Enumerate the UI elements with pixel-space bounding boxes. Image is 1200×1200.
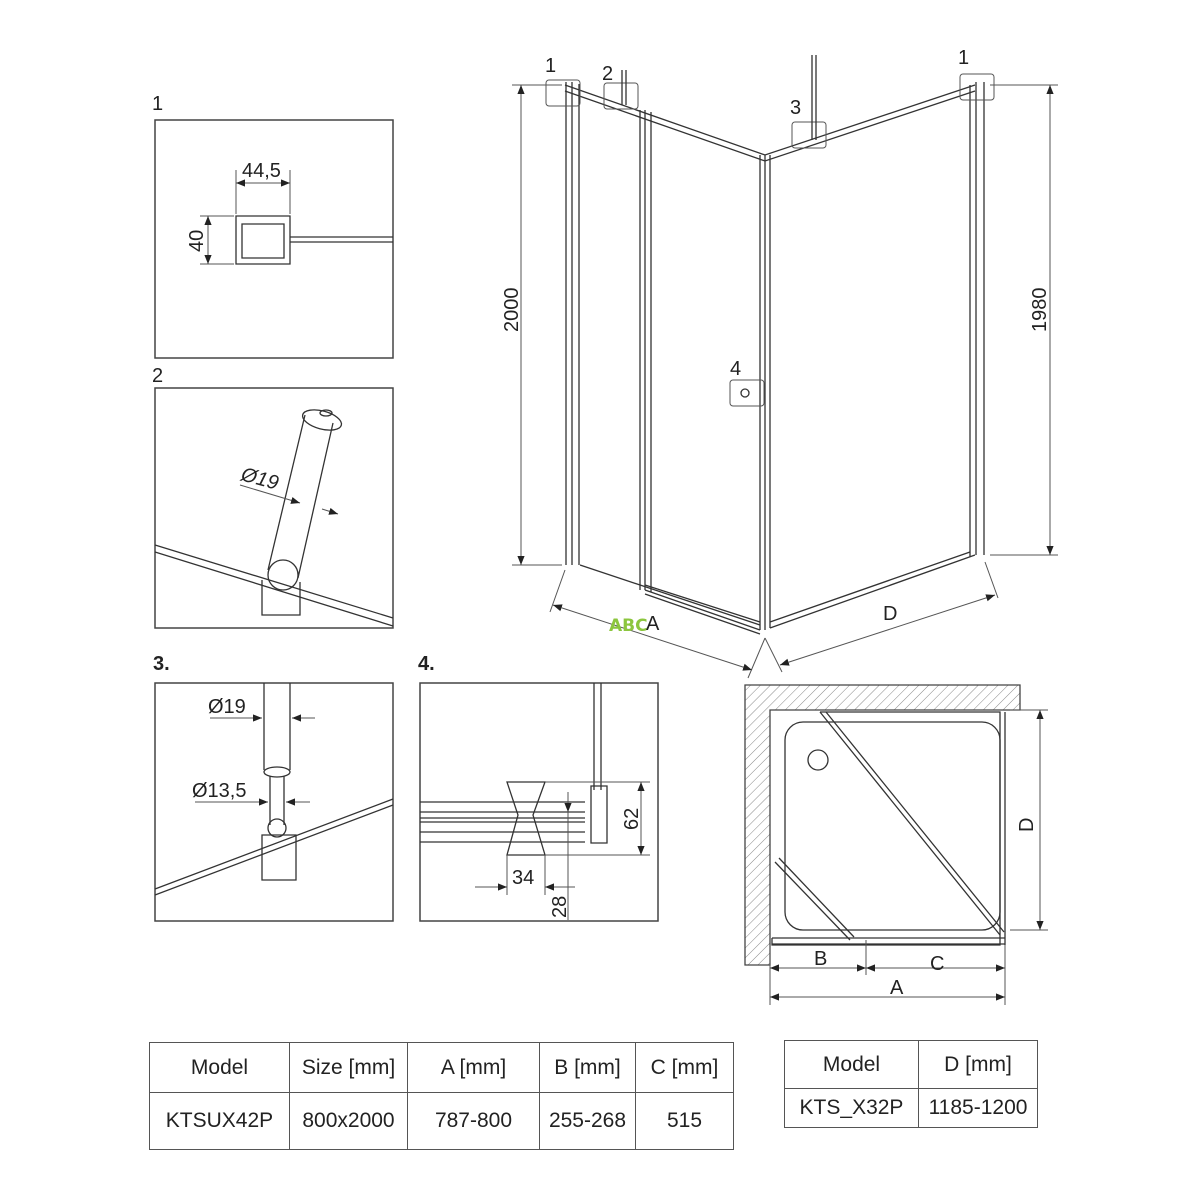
detail-1-label: 1: [152, 93, 163, 115]
cell-size: 800x2000: [289, 1092, 408, 1150]
header-d: D [mm]: [918, 1040, 1038, 1089]
detail-1: 1 44,5 40: [152, 93, 394, 359]
cell-a: 787-800: [407, 1092, 540, 1150]
detail-3: 3. Ø19 Ø13,5: [153, 653, 394, 922]
plan-dim-a: A: [890, 977, 904, 999]
cell-d: 1185-1200: [918, 1088, 1038, 1128]
dim-diameter-13-5: Ø13,5: [192, 780, 246, 802]
callout-2: 2: [602, 63, 613, 85]
callout-3: 3: [790, 97, 801, 119]
dim-34: 34: [512, 867, 534, 889]
detail-2: 2 Ø19: [152, 365, 394, 629]
header-a: A [mm]: [407, 1042, 540, 1093]
detail-4-label: 4.: [418, 653, 435, 675]
dim-28: 28: [549, 896, 571, 918]
detail-3-label: 3.: [153, 653, 170, 675]
side-panel-table: Model D [mm] KTS_X32P 1185-1200: [784, 1040, 1038, 1128]
header-model: Model: [149, 1042, 290, 1093]
header-model: Model: [784, 1040, 919, 1089]
dim-d: D: [883, 603, 897, 625]
dim-44-5: 44,5: [242, 160, 281, 182]
shower-enclosure-view: 1 2 3 4 1 2000 1980 ABC A D: [501, 47, 1058, 679]
dim-a: A: [646, 613, 660, 635]
detail-4: 4. 62 34 28: [418, 653, 659, 922]
plan-dim-b: B: [814, 948, 827, 970]
plan-dim-c: C: [930, 953, 944, 975]
cell-c: 515: [635, 1092, 734, 1150]
dim-diameter-19: Ø19: [208, 696, 246, 718]
header-c: C [mm]: [635, 1042, 734, 1093]
dim-1980: 1980: [1029, 288, 1051, 333]
callout-4: 4: [730, 358, 741, 380]
cell-b: 255-268: [539, 1092, 636, 1150]
callout-1-left: 1: [545, 55, 556, 77]
table-row: KTSUX42P 800x2000 787-800 255-268 515: [149, 1092, 734, 1150]
dimensions-table: Model Size [mm] A [mm] B [mm] C [mm] KTS…: [149, 1042, 734, 1150]
header-b: B [mm]: [539, 1042, 636, 1093]
dim-40: 40: [186, 230, 208, 252]
plan-view: D B C A: [744, 684, 1048, 1005]
cell-model: KTSUX42P: [149, 1092, 290, 1150]
cell-model: KTS_X32P: [784, 1088, 919, 1128]
header-size: Size [mm]: [289, 1042, 408, 1093]
plan-dim-d: D: [1016, 818, 1038, 832]
dim-2000: 2000: [501, 288, 523, 333]
dim-62: 62: [621, 808, 643, 830]
table-row: KTS_X32P 1185-1200: [784, 1088, 1038, 1128]
detail-2-label: 2: [152, 365, 163, 387]
watermark: ABC: [609, 616, 648, 636]
callout-1-right: 1: [958, 47, 969, 69]
